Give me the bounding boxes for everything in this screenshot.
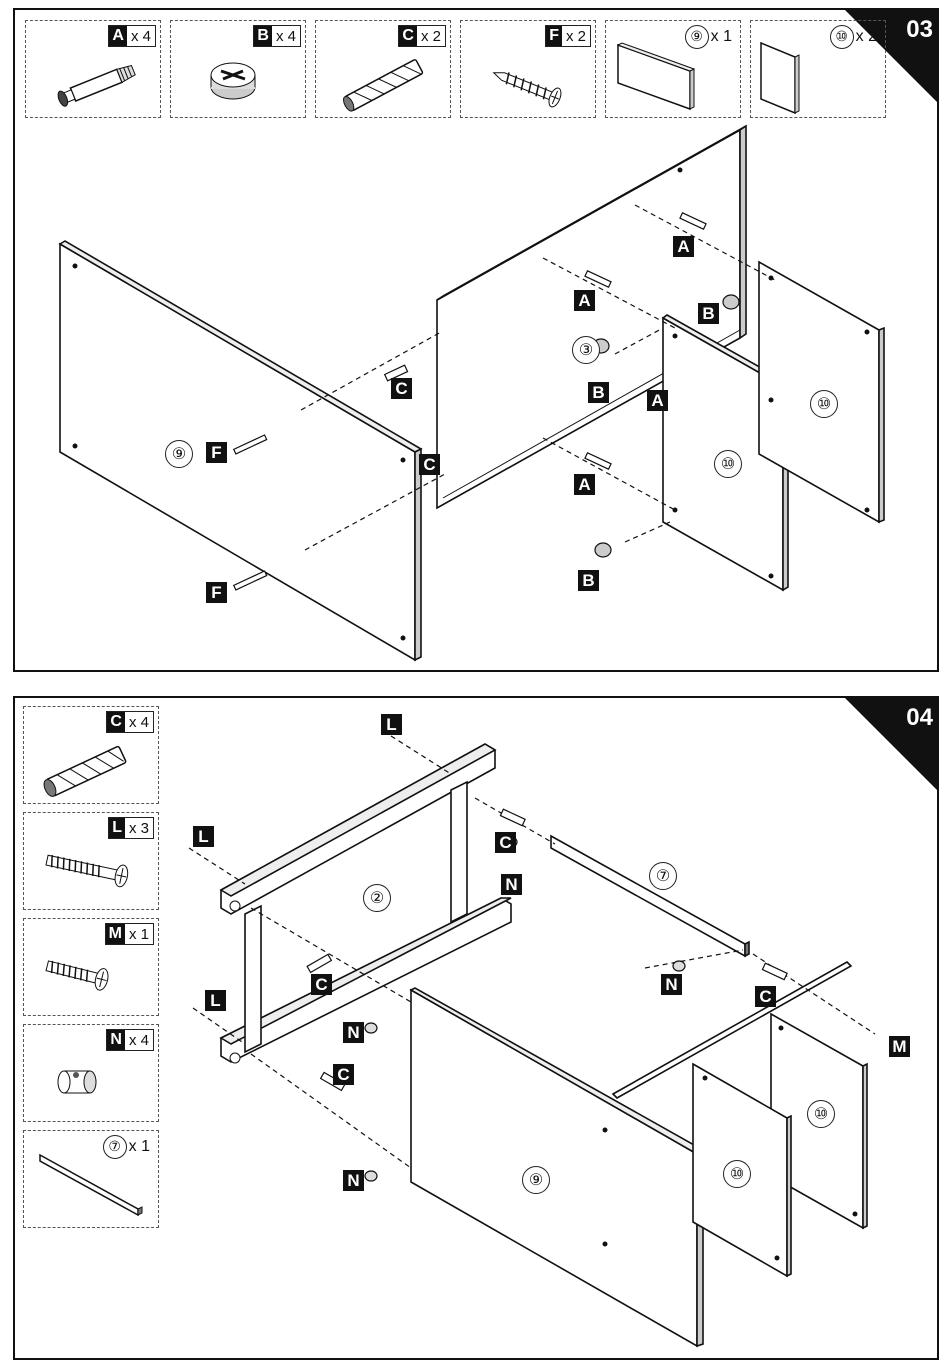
callout-m: M — [889, 1036, 910, 1057]
callout-n: N — [343, 1170, 364, 1191]
callout-c: C — [419, 454, 440, 475]
callout-n: N — [661, 974, 682, 995]
panel-label-10: ⑩ — [723, 1160, 751, 1188]
panel-label-3: ③ — [572, 336, 600, 364]
callout-n: N — [343, 1022, 364, 1043]
callout-b: B — [698, 303, 719, 324]
assembly-diagram-step-03 — [15, 10, 937, 670]
callout-a: A — [574, 474, 595, 495]
callout-b: B — [588, 382, 609, 403]
rail-7-shape — [551, 836, 745, 956]
callout-n: N — [501, 874, 522, 895]
callout-c: C — [495, 832, 516, 853]
callout-l: L — [205, 990, 226, 1011]
panel-label-10: ⑩ — [807, 1100, 835, 1128]
panel-label-2: ② — [363, 884, 391, 912]
callout-b: B — [578, 570, 599, 591]
panel-label-10: ⑩ — [714, 450, 742, 478]
callout-f: F — [206, 442, 227, 463]
callout-c: C — [755, 986, 776, 1007]
panel-label-7: ⑦ — [649, 862, 677, 890]
panel-9-shape — [411, 990, 697, 1346]
callout-c: C — [311, 974, 332, 995]
callout-l: L — [193, 826, 214, 847]
callout-c: C — [391, 378, 412, 399]
callout-a: A — [647, 390, 668, 411]
panel-label-9: ⑨ — [165, 440, 193, 468]
callout-c: C — [333, 1064, 354, 1085]
panel-label-9: ⑨ — [522, 1166, 550, 1194]
assembly-diagram-step-04 — [15, 698, 937, 1358]
callout-a: A — [574, 290, 595, 311]
panel-label-10: ⑩ — [810, 390, 838, 418]
callout-a: A — [673, 236, 694, 257]
callout-f: F — [206, 582, 227, 603]
callout-l: L — [381, 714, 402, 735]
